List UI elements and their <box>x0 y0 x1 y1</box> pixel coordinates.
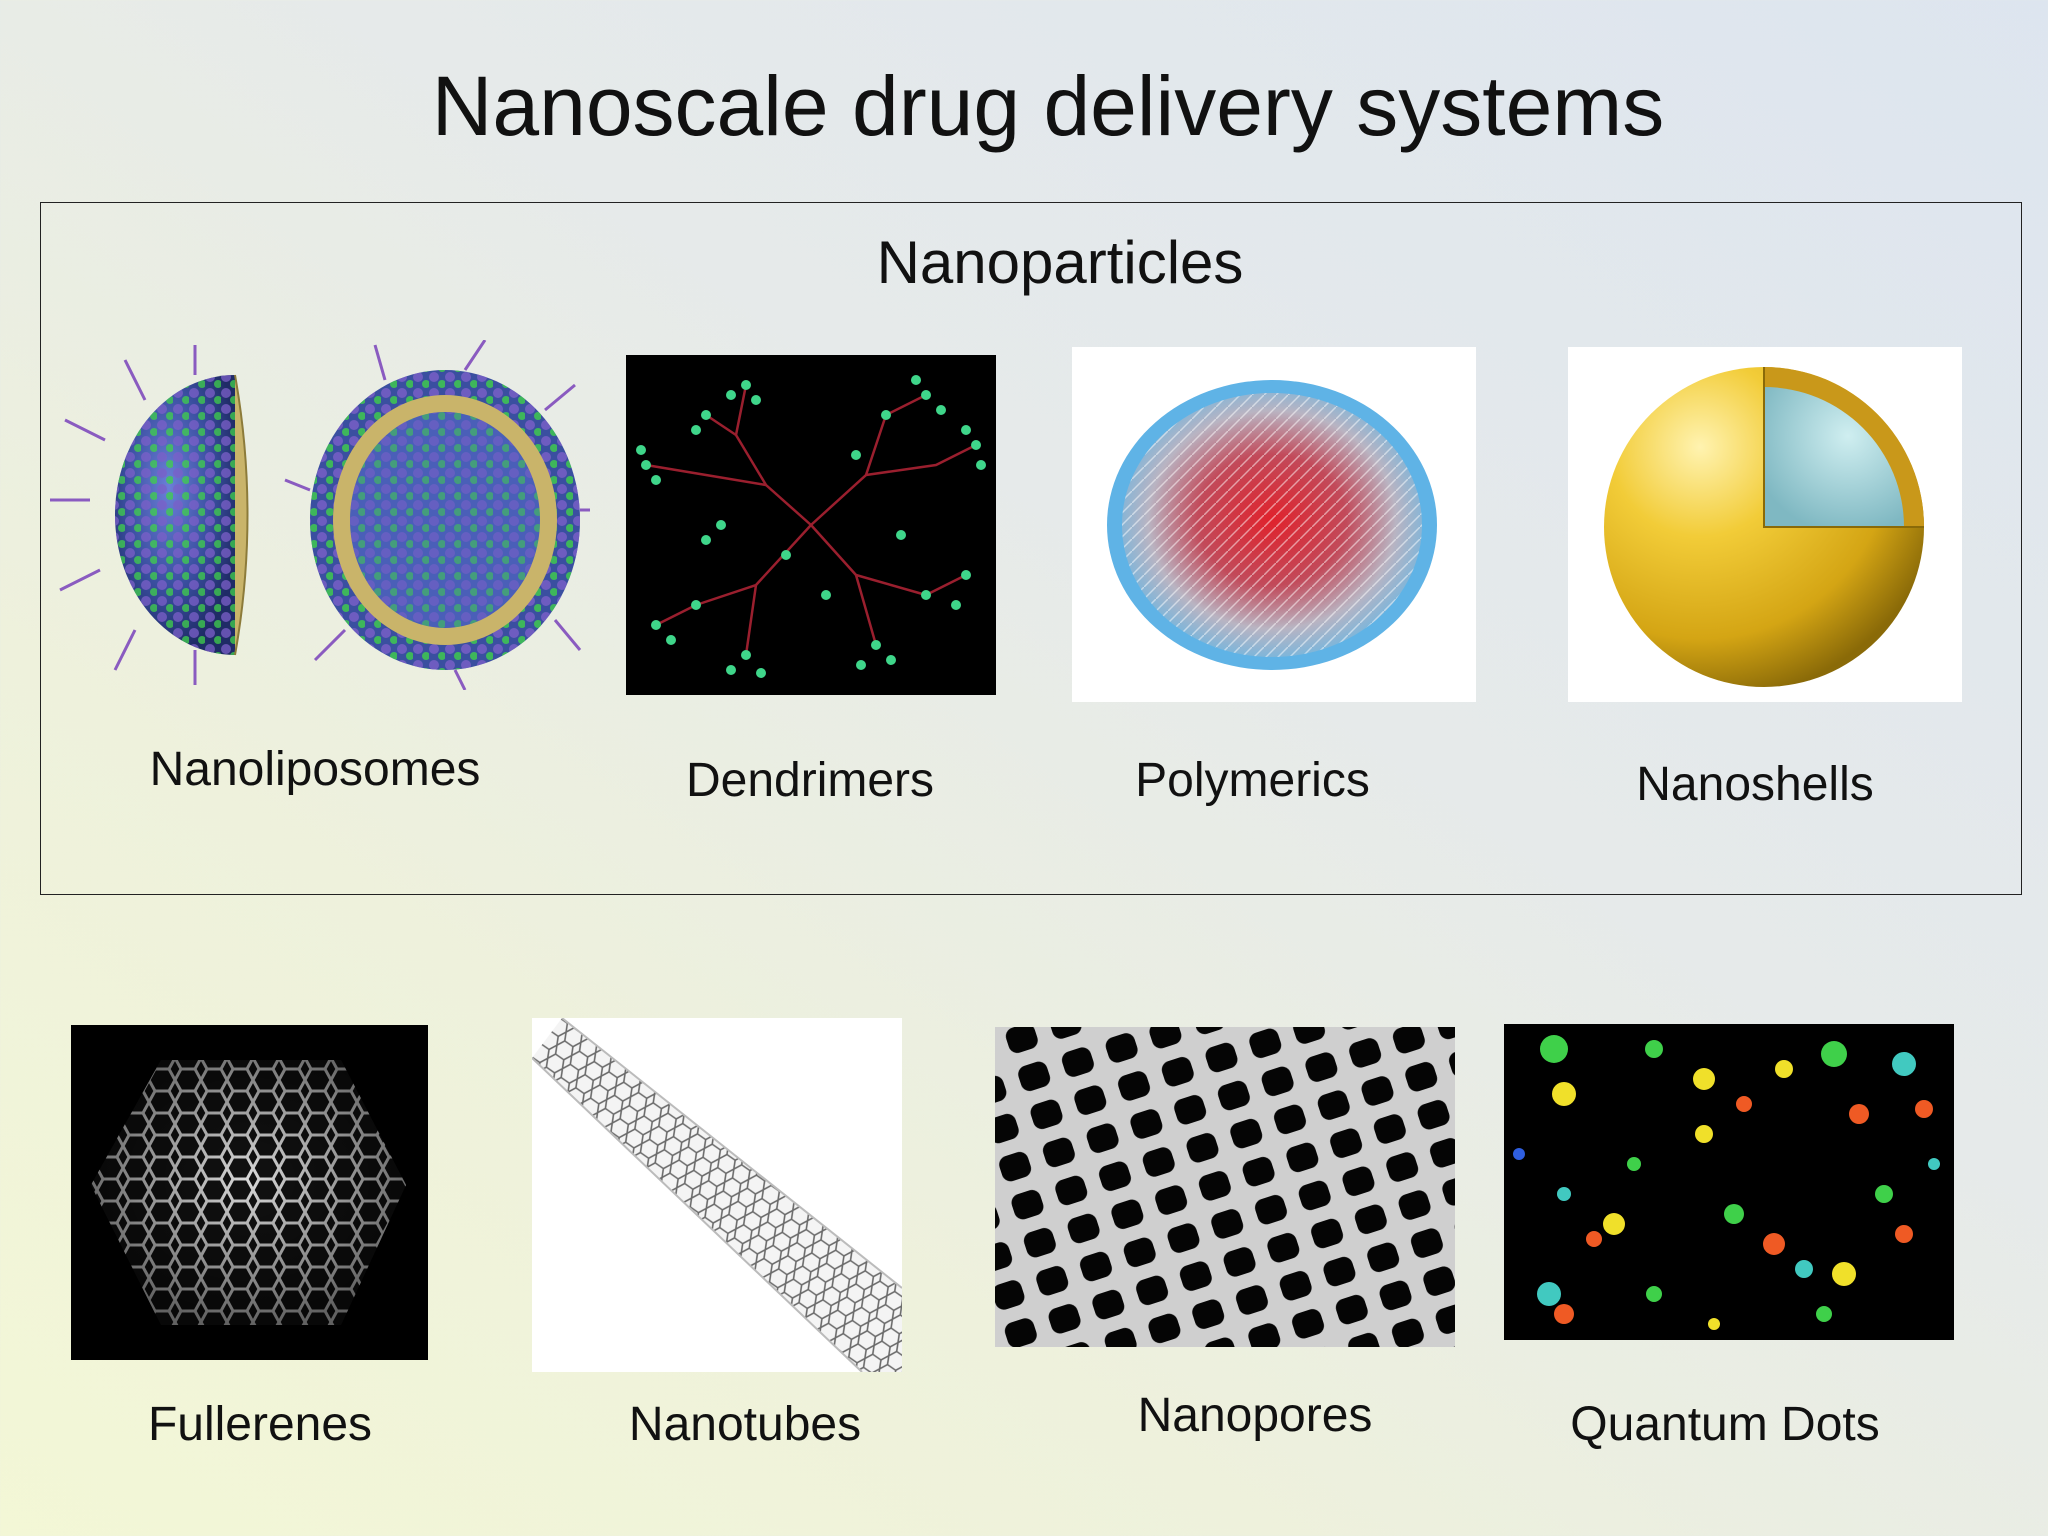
nanoshell-image <box>1568 347 1962 702</box>
nanoparticles-group-box <box>40 202 2022 895</box>
slide-title: Nanoscale drug delivery systems <box>431 59 1665 153</box>
nanotubes-label: Nanotubes <box>628 1398 862 1451</box>
quantum-dots-image <box>1504 1024 1954 1340</box>
fullerene-image <box>71 1025 428 1360</box>
nanoparticles-group-title: Nanoparticles <box>876 229 1244 296</box>
nanopores-label: Nanopores <box>1137 1389 1373 1442</box>
fullerenes-label: Fullerenes <box>147 1398 373 1451</box>
dendrimers-label: Dendrimers <box>685 754 935 807</box>
nanoliposome-image <box>45 340 590 690</box>
nanopore-image <box>995 1027 1455 1347</box>
nanoshells-label: Nanoshells <box>1636 758 1874 811</box>
nanotube-image <box>532 1018 902 1372</box>
quantum-dots-label: Quantum Dots <box>1570 1398 1880 1451</box>
polymerics-label: Polymerics <box>1135 754 1370 807</box>
dendrimer-image <box>626 355 996 695</box>
nanoliposomes-label: Nanoliposomes <box>149 743 481 796</box>
polymeric-nanoparticle-image <box>1072 347 1476 702</box>
